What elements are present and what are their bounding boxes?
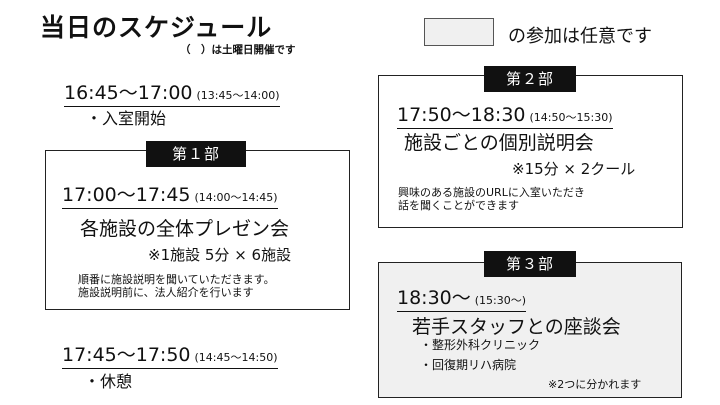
part1-note: ※1施設 5分 × 6施設 [148,246,292,264]
saturday-note: （ ）は土曜日開催です [180,44,296,56]
optional-legend-swatch [424,18,494,46]
part3-item-rehab: ・回復期リハ病院 [420,358,517,372]
part1-heading: 各施設の全体プレゼン会 [80,218,290,240]
pre-time: 16:45～17:00(13:45～14:00) [64,78,280,107]
part2-time: 17:50～18:30(14:50～15:30) [397,100,613,129]
part2-desc: 興味のある施設のURLに入室いただき 話を聞くことができます [398,186,585,212]
part3-box [378,262,682,398]
part3-item-ortho: ・整形外科クリニック [420,338,541,352]
pre-item: ・入室開始 [86,109,167,128]
part1-desc: 順番に施設説明を聞いていただきます。 施設説明前に、法人紹介を行います [78,273,275,299]
part1-time: 17:00～17:45(14:00～14:45) [62,180,278,209]
part2-tag: 第２部 [484,66,576,92]
part1-tag: 第１部 [146,141,246,167]
part2-note: ※15分 × 2クール [512,160,636,178]
break-time: 17:45～17:50(14:45～14:50) [62,340,278,369]
part3-note: ※2つに分かれます [548,378,642,391]
page-title: 当日のスケジュール [40,13,273,42]
break-item: ・休憩 [84,372,133,391]
part3-time: 18:30～(15:30～) [397,283,527,312]
optional-legend-text: の参加は任意です [508,26,652,47]
part3-tag: 第３部 [484,251,576,277]
part2-heading: 施設ごとの個別説明会 [404,132,594,154]
part3-heading: 若手スタッフとの座談会 [412,316,621,338]
